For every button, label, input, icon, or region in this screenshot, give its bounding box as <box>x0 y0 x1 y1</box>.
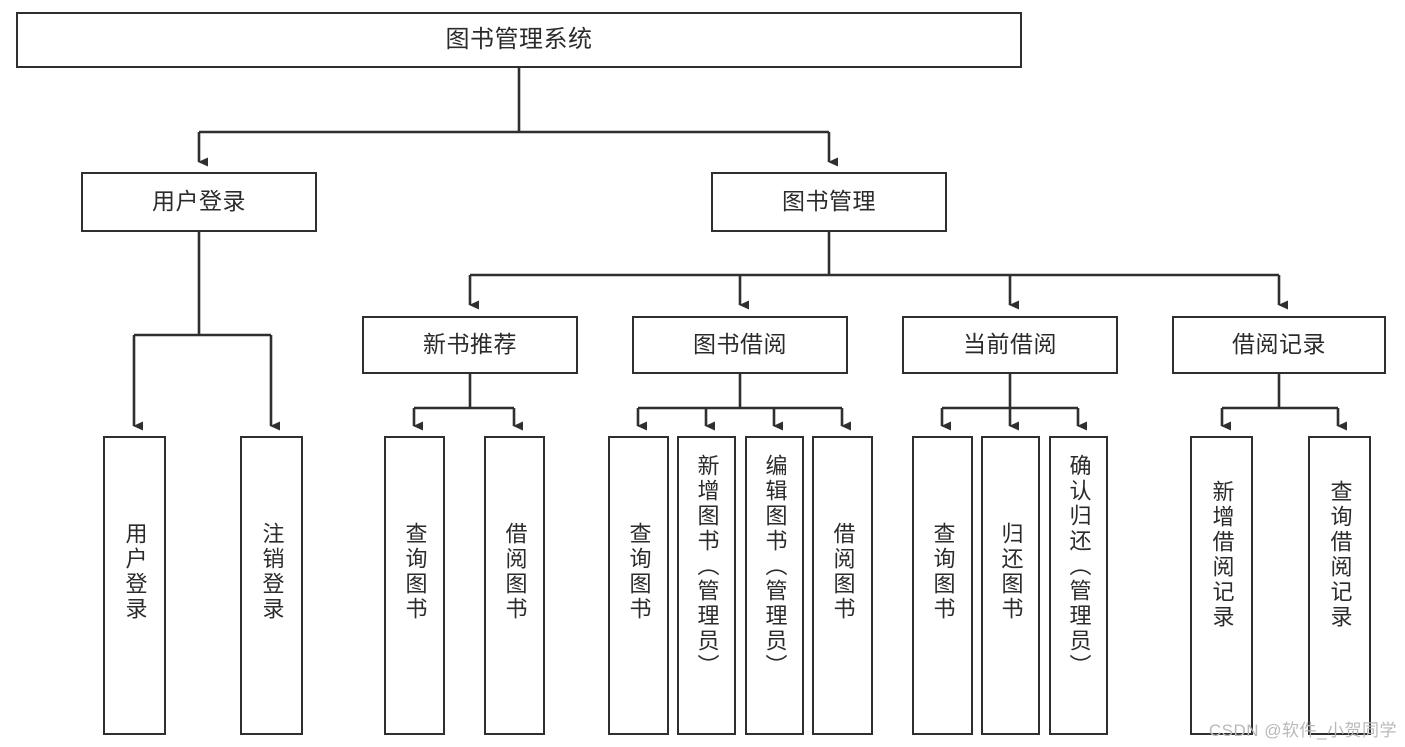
leaf-query-book-current[interactable]: 查询图书 <box>912 436 973 735</box>
leaf-return-book[interactable]: 归还图书 <box>981 436 1040 735</box>
node-label: 用户登录 <box>122 522 148 622</box>
node-label: 查询图书 <box>626 522 652 622</box>
leaf-query-book-borrow[interactable]: 查询图书 <box>608 436 669 735</box>
node-label: 新书推荐 <box>423 331 517 358</box>
node-borrow-record[interactable]: 借阅记录 <box>1172 316 1386 374</box>
leaf-borrow-book-recommend[interactable]: 借阅图书 <box>484 436 545 735</box>
node-label: 查询图书 <box>402 522 428 622</box>
node-label: 新增借阅记录 <box>1209 480 1235 630</box>
watermark: CSDN @软件_小贺同学 <box>1208 721 1397 740</box>
leaf-borrow-book[interactable]: 借阅图书 <box>812 436 873 735</box>
node-label: 注销登录 <box>259 522 285 622</box>
leaf-user-login[interactable]: 用户登录 <box>103 436 166 735</box>
leaf-add-book-admin[interactable]: 新增图书（管理员） <box>677 436 736 735</box>
node-label: 新增图书（管理员） <box>694 454 720 679</box>
leaf-logout[interactable]: 注销登录 <box>240 436 303 735</box>
leaf-query-borrow-record[interactable]: 查询借阅记录 <box>1308 436 1371 735</box>
node-book-management[interactable]: 图书管理 <box>711 172 947 232</box>
leaf-query-book-recommend[interactable]: 查询图书 <box>384 436 445 735</box>
node-book-borrow[interactable]: 图书借阅 <box>632 316 848 374</box>
node-new-book-recommend[interactable]: 新书推荐 <box>362 316 578 374</box>
leaf-add-borrow-record[interactable]: 新增借阅记录 <box>1190 436 1253 735</box>
node-label: 查询借阅记录 <box>1327 480 1353 630</box>
node-label: 图书管理系统 <box>445 25 593 53</box>
node-current-borrow[interactable]: 当前借阅 <box>902 316 1118 374</box>
leaf-confirm-return-admin[interactable]: 确认归还（管理员） <box>1049 436 1108 735</box>
node-label: 借阅图书 <box>502 522 528 622</box>
node-label: 归还图书 <box>998 522 1024 622</box>
node-label: 图书借阅 <box>693 331 787 358</box>
node-label: 借阅记录 <box>1232 331 1326 358</box>
node-label: 查询图书 <box>930 522 956 622</box>
node-user-login[interactable]: 用户登录 <box>81 172 317 232</box>
node-label: 确认归还（管理员） <box>1066 454 1092 679</box>
node-label: 图书管理 <box>782 188 876 215</box>
leaf-edit-book-admin[interactable]: 编辑图书（管理员） <box>745 436 804 735</box>
node-label: 当前借阅 <box>963 331 1057 358</box>
node-label: 用户登录 <box>152 188 246 215</box>
node-root-book-management-system[interactable]: 图书管理系统 <box>16 12 1022 68</box>
node-label: 编辑图书（管理员） <box>762 454 788 679</box>
node-label: 借阅图书 <box>830 522 856 622</box>
